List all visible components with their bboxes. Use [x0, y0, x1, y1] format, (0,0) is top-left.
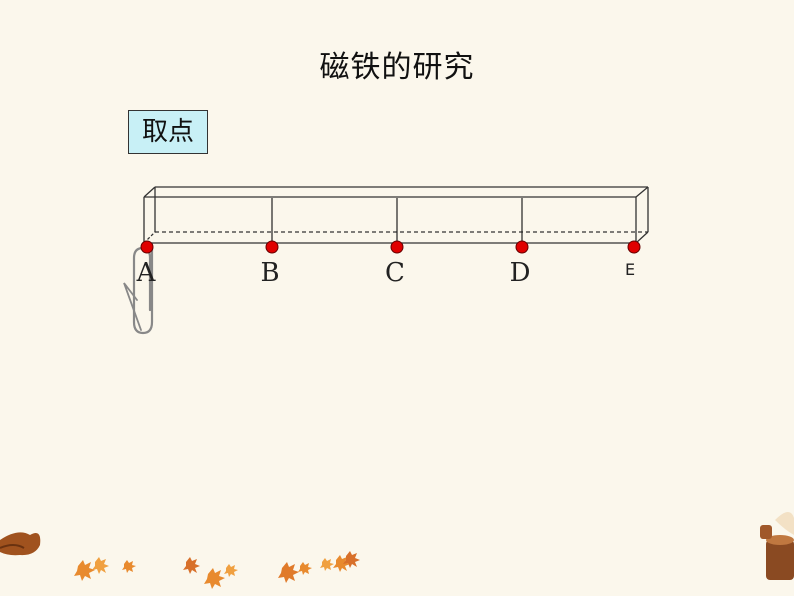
maple-leaf-icon — [74, 551, 360, 589]
divider-lines — [271, 198, 523, 244]
branch-icon — [0, 532, 41, 556]
point-d — [515, 240, 529, 254]
page-title: 磁铁的研究 — [319, 50, 475, 85]
magnet-bar — [143, 186, 649, 244]
point-label-d: D — [509, 258, 531, 288]
tree-stump-icon — [760, 511, 794, 580]
point-label-a: A — [136, 258, 156, 288]
point-c — [390, 240, 404, 254]
point-label-b: B — [260, 258, 280, 288]
points — [140, 240, 641, 254]
point-e — [627, 240, 641, 254]
section-tag: 取点 — [128, 110, 208, 154]
point-a — [140, 240, 154, 254]
point-b — [265, 240, 279, 254]
point-label-c: C — [385, 258, 405, 288]
point-label-e: E — [624, 260, 636, 279]
